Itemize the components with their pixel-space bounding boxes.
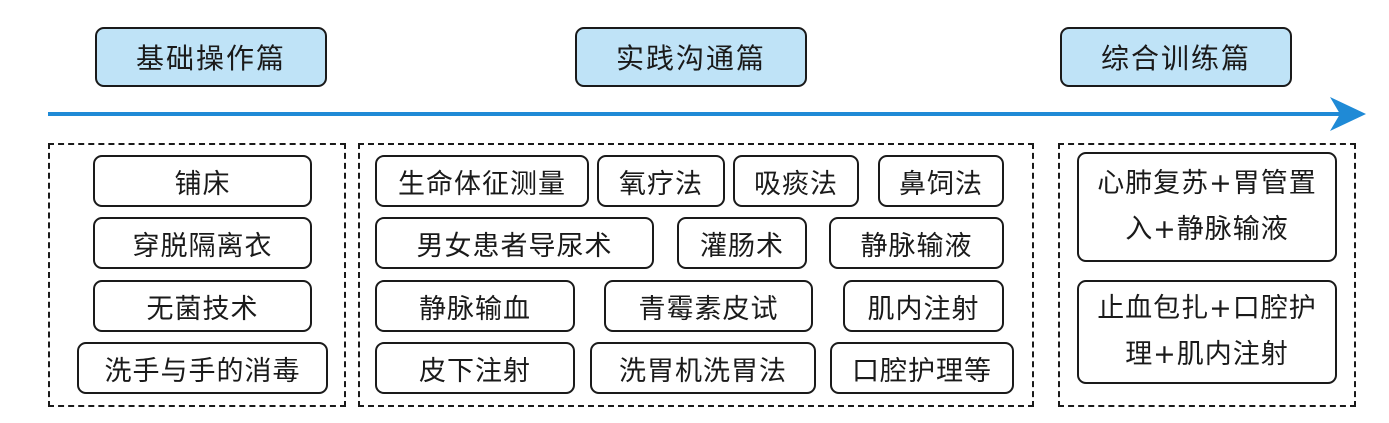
header-practice-communication: 实践沟通篇: [575, 27, 807, 87]
arrow-head: [1330, 97, 1366, 131]
item-hand-washing: 洗手与手的消毒: [77, 342, 328, 394]
item-isolation-gown: 穿脱隔离衣: [93, 217, 312, 269]
group-basic-operations: [48, 143, 346, 407]
item-nasal-feeding: 鼻饲法: [878, 155, 1004, 207]
item-blood-transfusion: 静脉输血: [375, 280, 575, 332]
item-suction: 吸痰法: [733, 155, 859, 207]
item-intramuscular-injection: 肌内注射: [843, 280, 1004, 332]
item-cpr-combo: 心肺复苏+胃管置入+静脉输液: [1077, 152, 1337, 262]
item-catheterization: 男女患者导尿术: [375, 217, 654, 269]
item-penicillin-skin-test: 青霉素皮试: [604, 280, 813, 332]
header-comprehensive-training: 综合训练篇: [1060, 27, 1292, 87]
item-subcutaneous-injection: 皮下注射: [375, 342, 575, 394]
item-oxygen-therapy: 氧疗法: [597, 155, 725, 207]
item-hemostasis-combo: 止血包扎+口腔护理+肌内注射: [1077, 280, 1337, 384]
progression-arrow: [48, 97, 1366, 131]
item-aseptic-technique: 无菌技术: [93, 280, 312, 332]
group-comprehensive-training: [1058, 143, 1356, 407]
item-vital-signs: 生命体征测量: [375, 155, 589, 207]
item-bed-making: 铺床: [93, 155, 312, 207]
item-oral-care: 口腔护理等: [830, 342, 1014, 394]
item-iv-infusion: 静脉输液: [829, 217, 1004, 269]
item-gastric-lavage: 洗胃机洗胃法: [590, 342, 816, 394]
header-basic-operations: 基础操作篇: [95, 27, 327, 87]
group-practice-communication: [358, 143, 1034, 407]
item-enema: 灌肠术: [677, 217, 807, 269]
